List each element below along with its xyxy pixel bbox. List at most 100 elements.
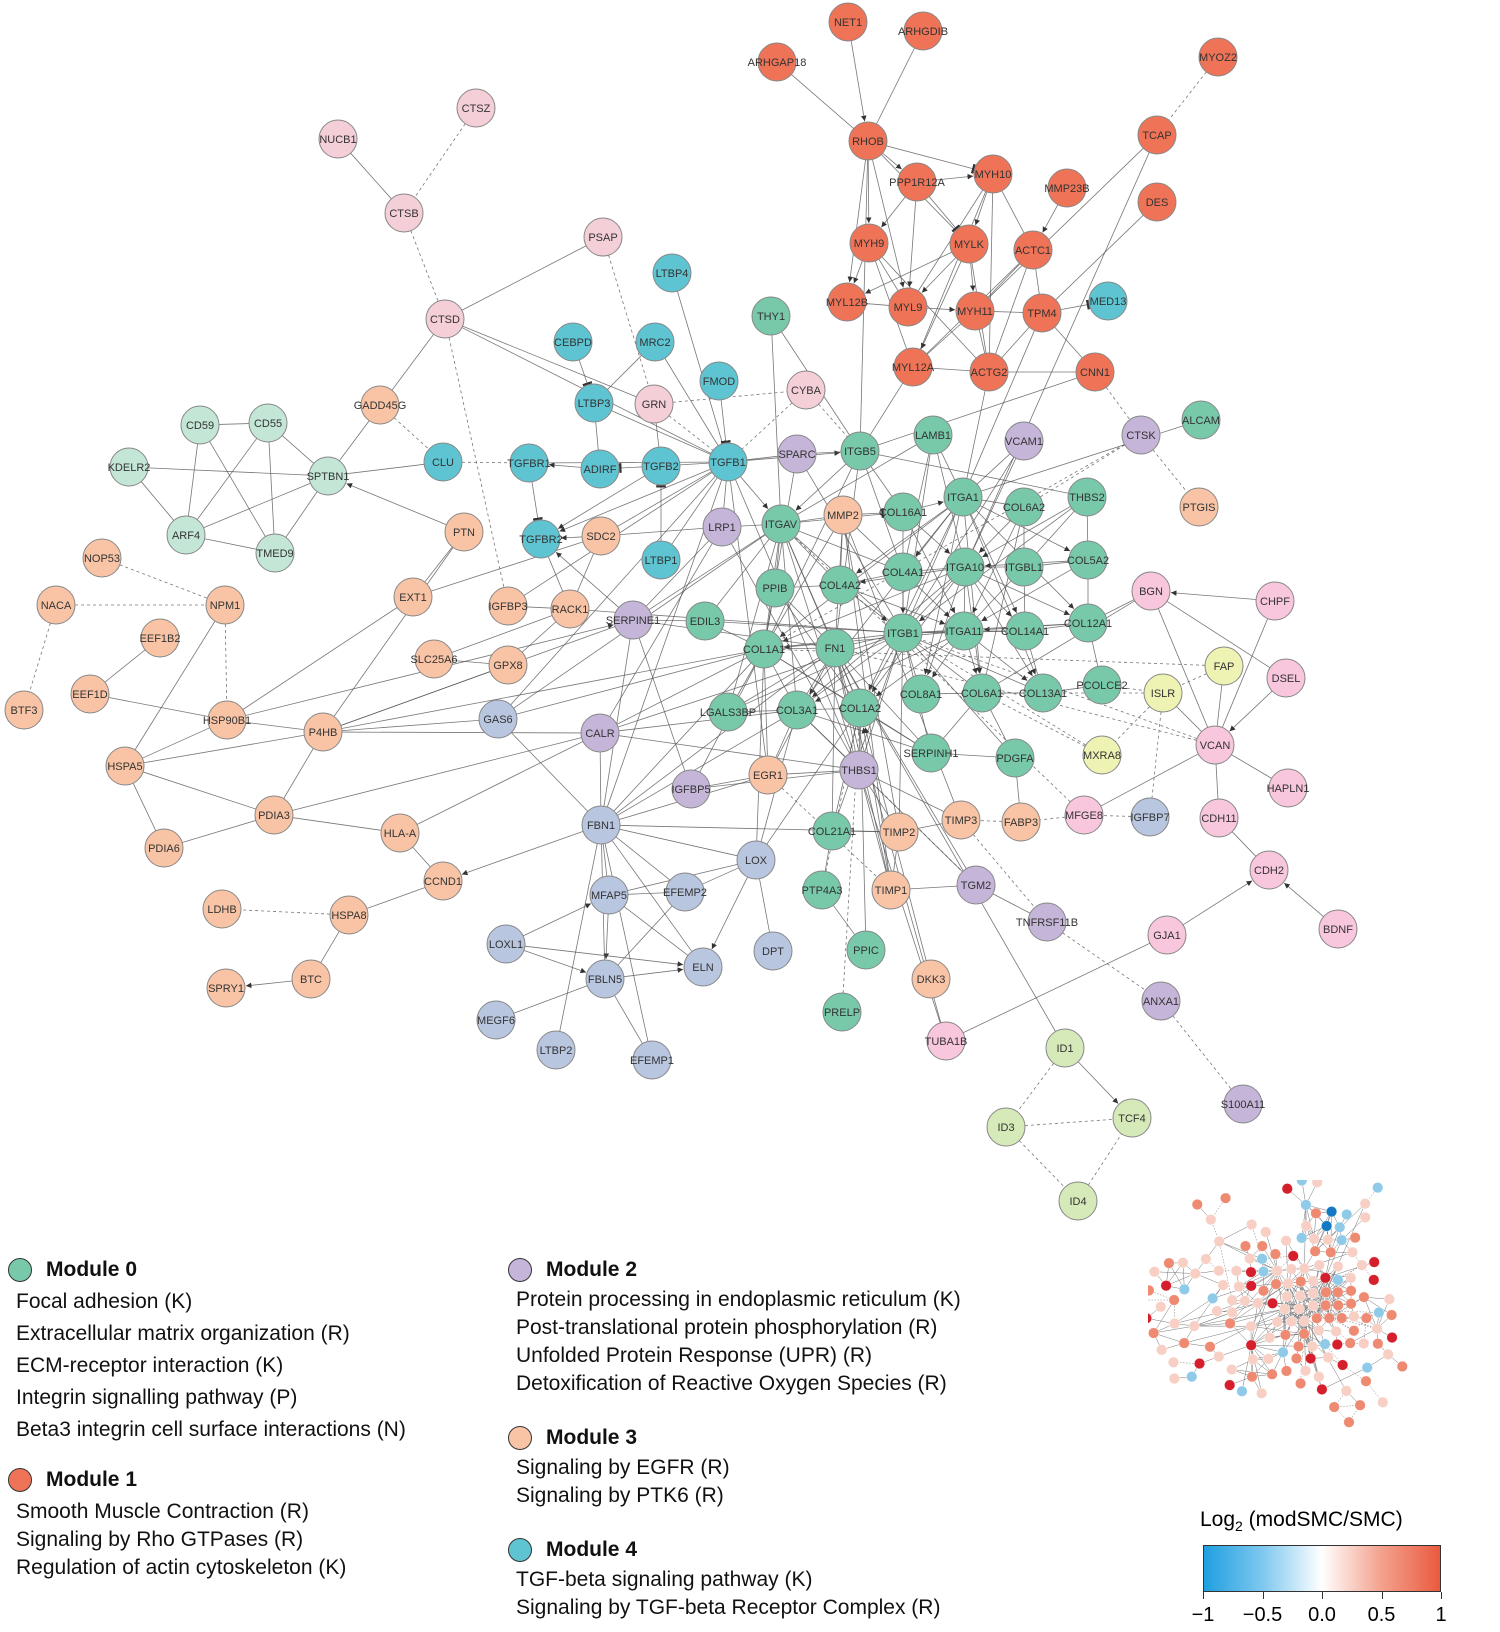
node-circle[interactable] <box>585 959 625 999</box>
node-circle[interactable] <box>82 538 122 578</box>
node-circle[interactable] <box>248 403 288 443</box>
node-circle[interactable] <box>536 1030 576 1070</box>
node-circle[interactable] <box>589 875 629 915</box>
node-circle[interactable] <box>962 673 1002 713</box>
node-circle[interactable] <box>580 713 620 753</box>
node-efemp1[interactable]: EFEMP1 <box>630 1040 674 1080</box>
node-net1[interactable]: NET1 <box>828 2 868 42</box>
node-circle[interactable] <box>444 512 484 552</box>
node-lamb1[interactable]: LAMB1 <box>913 415 953 455</box>
node-hapln1[interactable]: HAPLN1 <box>1267 768 1310 808</box>
node-circle[interactable] <box>822 992 862 1032</box>
node-efemp2[interactable]: EFEMP2 <box>663 872 707 912</box>
node-s100a11[interactable]: S100A11 <box>1221 1084 1265 1124</box>
node-hspa5[interactable]: HSPA5 <box>105 746 145 786</box>
node-circle[interactable] <box>1027 902 1067 942</box>
node-circle[interactable] <box>757 42 797 82</box>
node-cd55[interactable]: CD55 <box>248 403 288 443</box>
node-islr[interactable]: ISLR <box>1143 673 1183 713</box>
node-myl12a[interactable]: MYL12A <box>892 347 935 387</box>
node-circle[interactable] <box>1137 115 1177 155</box>
node-ext1[interactable]: EXT1 <box>393 577 433 617</box>
node-chpf[interactable]: CHPF <box>1255 581 1295 621</box>
node-circle[interactable] <box>1266 658 1306 698</box>
node-circle[interactable] <box>166 515 206 555</box>
node-col6a1[interactable]: COL6A1 <box>961 673 1003 713</box>
node-thy1[interactable]: THY1 <box>751 296 791 336</box>
node-circle[interactable] <box>839 750 879 790</box>
node-circle[interactable] <box>1204 646 1244 686</box>
node-circle[interactable] <box>846 930 886 970</box>
node-myoz2[interactable]: MYOZ2 <box>1198 37 1238 77</box>
node-circle[interactable] <box>574 383 614 423</box>
node-pcolce2[interactable]: PCOLCE2 <box>1076 665 1128 705</box>
node-circle[interactable] <box>1013 230 1053 270</box>
node-circle[interactable] <box>1001 802 1041 842</box>
node-ctsz[interactable]: CTSZ <box>456 88 496 128</box>
node-circle[interactable] <box>1141 981 1181 1021</box>
node-col3a1[interactable]: COL3A1 <box>776 690 818 730</box>
node-gadd45g[interactable]: GADD45G <box>354 385 407 425</box>
node-bdnf[interactable]: BDNF <box>1318 909 1358 949</box>
node-itga11[interactable]: ITGA11 <box>944 611 984 651</box>
node-lox[interactable]: LOX <box>736 840 776 880</box>
node-circle[interactable] <box>812 811 852 851</box>
node-igfbp5[interactable]: IGFBP5 <box>671 769 711 809</box>
node-itgbl1[interactable]: ITGBL1 <box>1004 547 1044 587</box>
node-circle[interactable] <box>476 1000 516 1040</box>
node-nucb1[interactable]: NUCB1 <box>318 119 358 159</box>
node-id1[interactable]: ID1 <box>1045 1028 1085 1068</box>
node-circle[interactable] <box>1082 735 1122 775</box>
node-circle[interactable] <box>995 738 1035 778</box>
node-arhgap18[interactable]: ARHGAP18 <box>748 42 807 82</box>
node-itga10[interactable]: ITGA10 <box>945 547 985 587</box>
node-circle[interactable] <box>1088 281 1128 321</box>
node-tmed9[interactable]: TMED9 <box>255 533 295 573</box>
node-igfbp7[interactable]: IGFBP7 <box>1130 797 1170 837</box>
node-cdh2[interactable]: CDH2 <box>1249 850 1289 890</box>
node-fap[interactable]: FAP <box>1204 646 1244 686</box>
node-naca[interactable]: NACA <box>36 585 76 625</box>
node-dpt[interactable]: DPT <box>753 931 793 971</box>
node-circle[interactable] <box>1249 850 1289 890</box>
node-circle[interactable] <box>486 924 526 964</box>
node-circle[interactable] <box>699 361 739 401</box>
node-grn[interactable]: GRN <box>634 384 674 424</box>
node-mmp23b[interactable]: MMP23B <box>1044 168 1090 208</box>
node-circle[interactable] <box>751 296 791 336</box>
node-timp1[interactable]: TIMP1 <box>871 870 911 910</box>
node-tgfb2[interactable]: TGFB2 <box>641 446 681 486</box>
node-circle[interactable] <box>1082 665 1122 705</box>
node-ctsb[interactable]: CTSB <box>384 193 424 233</box>
node-myh10[interactable]: MYH10 <box>973 154 1013 194</box>
node-cebpd[interactable]: CEBPD <box>553 322 593 362</box>
node-ltbp1[interactable]: LTBP1 <box>641 540 681 580</box>
node-circle[interactable] <box>913 415 953 455</box>
node-circle[interactable] <box>1023 673 1063 713</box>
node-circle[interactable] <box>1143 673 1183 713</box>
node-circle[interactable] <box>683 947 723 987</box>
node-col6a2[interactable]: COL6A2 <box>1003 487 1045 527</box>
node-circle[interactable] <box>488 586 528 626</box>
node-tuba1b[interactable]: TUBA1B <box>925 1021 968 1061</box>
node-fabp3[interactable]: FABP3 <box>1001 802 1041 842</box>
node-circle[interactable] <box>425 299 465 339</box>
node-mfge8[interactable]: MFGE8 <box>1064 795 1104 835</box>
node-circle[interactable] <box>329 895 369 935</box>
node-circle[interactable] <box>802 870 842 910</box>
node-circle[interactable] <box>423 442 463 482</box>
node-mxra8[interactable]: MXRA8 <box>1082 735 1122 775</box>
node-circle[interactable] <box>393 577 433 617</box>
node-circle[interactable] <box>828 2 868 42</box>
node-circle[interactable] <box>180 405 220 445</box>
node-circle[interactable] <box>255 533 295 573</box>
node-circle[interactable] <box>1047 168 1087 208</box>
node-circle[interactable] <box>1067 477 1107 517</box>
node-circle[interactable] <box>926 1021 966 1061</box>
node-thbs1[interactable]: THBS1 <box>839 750 879 790</box>
node-myl9[interactable]: MYL9 <box>888 287 928 327</box>
node-col14a1[interactable]: COL14A1 <box>1001 611 1049 651</box>
node-rack1[interactable]: RACK1 <box>550 589 590 629</box>
node-circle[interactable] <box>291 959 331 999</box>
node-cd59[interactable]: CD59 <box>180 405 220 445</box>
